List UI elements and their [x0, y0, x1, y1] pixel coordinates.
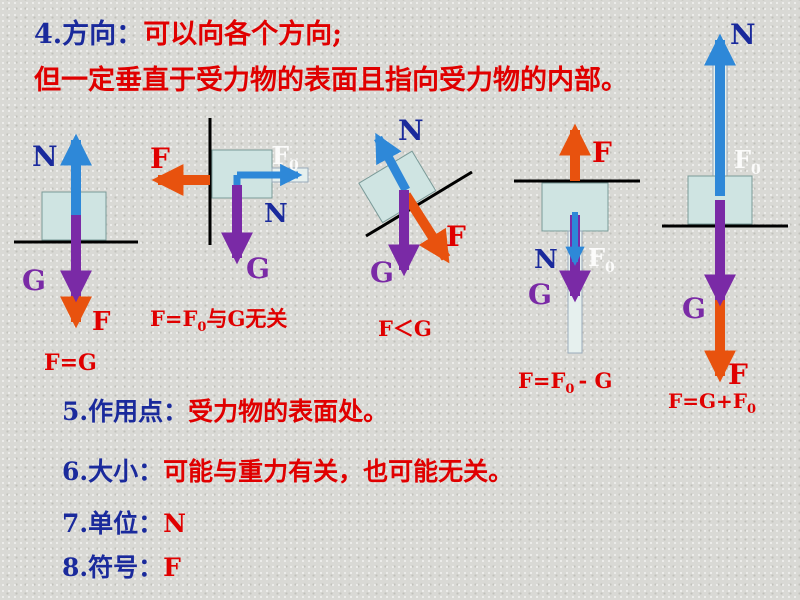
point-5-text: 受力物的表面处。 [188, 397, 389, 426]
label-n: N [534, 245, 558, 275]
label-f0: F0 [272, 141, 299, 174]
point-5: 5.作用点：受力物的表面处。 [62, 392, 388, 428]
support-force-arrow [401, 192, 451, 264]
point-5-prefix: 5.作用点： [62, 397, 189, 426]
label-f0: F0 [588, 243, 615, 276]
formula: F=F0- G [518, 368, 612, 397]
label-f: F [728, 358, 748, 391]
diagram-incline: N F G F＜G [358, 114, 473, 341]
label-g: G [22, 264, 46, 297]
point-8-text: F [163, 553, 181, 582]
point-8: 8.符号：F [62, 548, 181, 584]
formula: F=F0与G无关 [150, 306, 287, 335]
direction-text: 可以向各个方向; [143, 19, 343, 50]
direction-prefix: 4.方向： [34, 19, 144, 50]
point-7-text: N [163, 509, 186, 538]
direction-rule: 但一定垂直于受力物的表面且指向受力物的内部。 [34, 65, 628, 96]
point-7: 7.单位：N [62, 504, 186, 540]
incline-line [365, 170, 473, 238]
point-6-prefix: 6.大小： [62, 457, 164, 486]
normal-arrow [374, 132, 410, 193]
label-g: G [682, 292, 706, 325]
label-f: F [446, 220, 466, 253]
block [358, 150, 437, 224]
label-f: F [150, 142, 170, 175]
point-6: 6.大小：可能与重力有关，也可能无关。 [62, 452, 513, 488]
label-n: N [730, 18, 756, 51]
diagram-pressed: N F0 G F F=G+F0 [662, 18, 788, 417]
diagram-wall: F F0 N G F=F0与G无关 [150, 118, 309, 335]
direction-heading: 4.方向：可以向各个方向; [34, 12, 342, 51]
formula: F=G+F0 [668, 389, 756, 417]
point-7-prefix: 7.单位： [62, 509, 164, 538]
label-f: F [592, 136, 612, 169]
point-8-prefix: 8.符号： [62, 553, 164, 582]
diagram-ceiling: F N F0 G F=F0- G [514, 123, 640, 397]
label-n: N [264, 199, 288, 229]
label-n: N [32, 140, 58, 173]
label-n: N [398, 114, 424, 147]
diagram-floor: N G F F=G [14, 133, 138, 376]
formula: F＜G [378, 316, 432, 341]
formula: F=G [44, 350, 97, 376]
point-6-text: 可能与重力有关，也可能无关。 [163, 457, 514, 486]
label-f0: F0 [734, 145, 761, 178]
label-g: G [528, 278, 552, 311]
label-g: G [370, 256, 394, 289]
label-g: G [246, 252, 270, 285]
label-f: F [92, 307, 111, 337]
